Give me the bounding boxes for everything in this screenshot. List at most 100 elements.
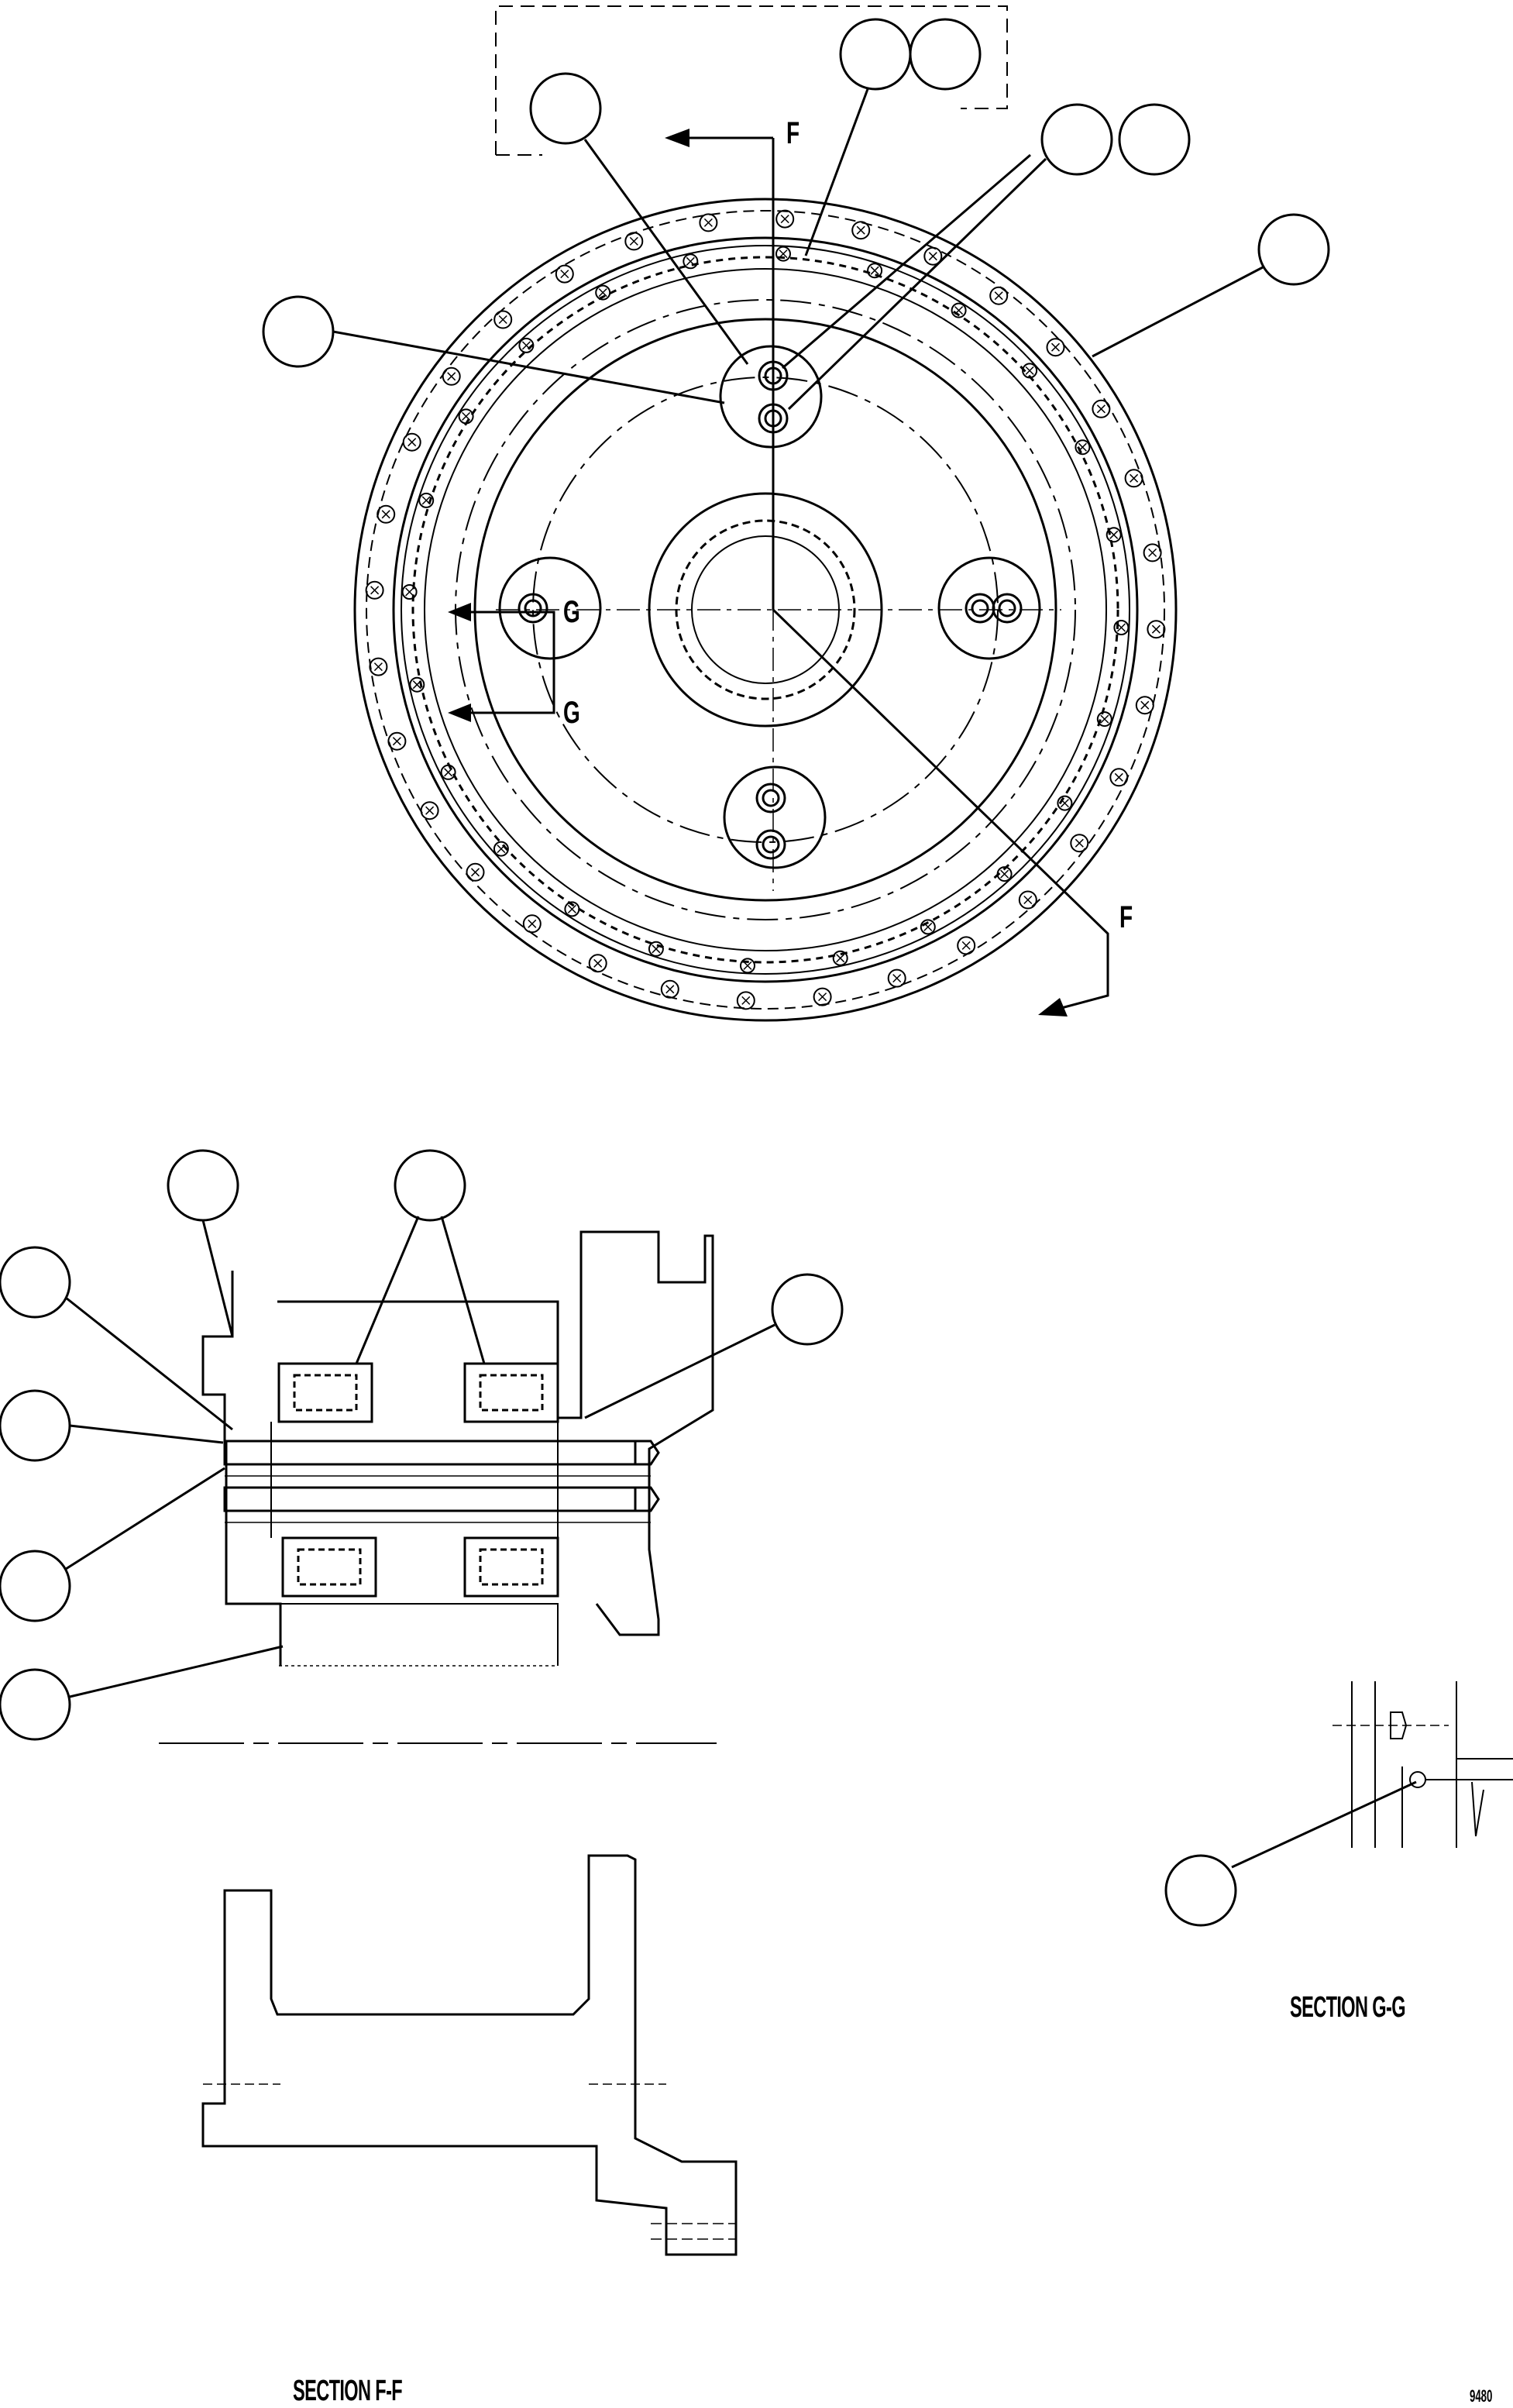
bolt-hole	[555, 264, 574, 284]
bolt-hole-cross	[425, 806, 435, 815]
bolt-hole	[624, 232, 644, 251]
bolt-hole-cross	[1116, 623, 1126, 632]
bolt-hole	[989, 286, 1009, 305]
cut-mark-g-bottom: G	[563, 696, 580, 730]
bolt-hole-cross	[462, 411, 471, 421]
bolt-hole-cross	[780, 215, 789, 224]
planet-pin-right	[937, 556, 1041, 660]
callout-balloon	[394, 1149, 466, 1222]
bolt-hole	[923, 246, 943, 266]
bolt-hole	[595, 284, 611, 301]
bolt-hole-cross	[521, 341, 531, 350]
bolt-hole-cross	[994, 291, 1003, 301]
callout-balloon	[1040, 103, 1113, 176]
bolt-hole	[1147, 620, 1166, 639]
bolt-hole	[418, 492, 435, 508]
bolt-hole	[1096, 711, 1112, 728]
bolt-hole	[387, 731, 407, 751]
bolt-hole-cross	[412, 680, 421, 690]
bolt-hole	[409, 676, 425, 693]
callout-balloon	[0, 1389, 71, 1462]
callout-balloon	[1257, 213, 1330, 286]
bolt-hole-cross	[444, 768, 453, 777]
bolt-hole	[648, 941, 664, 957]
bolt-hole	[851, 221, 871, 240]
callout-balloon	[167, 1149, 239, 1222]
bolt-hole	[1109, 768, 1129, 787]
bolt-hole	[1143, 543, 1162, 562]
bolt-hole-cross	[741, 996, 751, 1005]
bolt-hole	[775, 246, 791, 262]
bolt-hole	[1092, 399, 1111, 418]
bolt-hole-cross	[1096, 404, 1106, 414]
bolt-hole	[951, 302, 967, 318]
bolt-hole	[420, 801, 439, 820]
bolt-hole-cross	[665, 985, 675, 994]
flange-bolt-holes	[365, 209, 1166, 1010]
bolt-hole-cross	[836, 954, 845, 963]
bolt-hole-cross	[1148, 548, 1157, 557]
bolt-hole-cross	[447, 372, 456, 381]
bolt-hole-cross	[1114, 772, 1123, 782]
bolt-hole-cross	[870, 266, 879, 275]
bolt-hole-cross	[1140, 700, 1150, 710]
bolt-hole	[1070, 834, 1089, 853]
planet-pin-bottom	[723, 765, 827, 869]
planet-pin-left	[498, 556, 602, 660]
bolt-hole-cross	[567, 904, 576, 913]
bolt-hole	[867, 263, 883, 279]
bolt-hole	[1022, 363, 1038, 379]
bolt-hole-cross	[892, 974, 902, 983]
bolt-hole-cross	[498, 315, 507, 325]
bolt-hole-cross	[1000, 869, 1009, 879]
bolt-hole	[493, 841, 509, 857]
bolt-hole-cross	[370, 586, 380, 595]
bolt-hole	[401, 584, 418, 600]
bolt-hole-cross	[1109, 530, 1119, 539]
bolt-hole-cross	[779, 249, 788, 259]
bolt-hole-cross	[954, 306, 964, 315]
bolt-hole	[402, 432, 421, 452]
ring-gear-top-view	[353, 5, 1178, 1022]
bolt-hole-cross	[497, 845, 506, 854]
bolt-hole	[440, 764, 456, 780]
callout-balloons	[0, 18, 1417, 1927]
bolt-hole	[1075, 439, 1091, 456]
section-gg-caption: SECTION G-G	[1290, 1991, 1406, 2024]
section-ff-view	[159, 1230, 738, 2256]
bolt-hole	[683, 253, 699, 270]
callout-balloon	[0, 1550, 71, 1622]
bolt-hole-cross	[818, 992, 827, 1002]
bolt-hole-cross	[1051, 342, 1061, 352]
bolt-hole	[458, 408, 474, 425]
bolt-hole-cross	[1151, 624, 1161, 634]
bolt-hole-cross	[381, 510, 390, 519]
bolt-hole	[522, 914, 542, 934]
bolt-hole	[920, 919, 936, 935]
bolt-hole	[518, 337, 535, 353]
callout-balloon	[529, 72, 602, 145]
bolt-hole	[887, 968, 906, 988]
bolt-hole-cross	[392, 737, 401, 746]
bolt-hole-cross	[373, 662, 383, 672]
bolt-hole	[1018, 890, 1037, 910]
bolt-hole-cross	[856, 225, 865, 235]
bolt-hole	[1135, 696, 1154, 715]
bolt-hole-cross	[528, 919, 537, 928]
bolt-hole-cross	[1025, 366, 1034, 375]
bolt-hole	[1106, 527, 1122, 543]
bolt-hole-cross	[703, 218, 713, 227]
bolt-hole	[369, 657, 388, 676]
bolt-hole-cross	[652, 944, 661, 954]
bolt-hole-cross	[1130, 473, 1139, 483]
bolt-hole-cross	[686, 256, 695, 266]
bolt-hole	[377, 504, 396, 524]
bolt-hole-cross	[1075, 838, 1084, 848]
callout-balloon	[0, 1668, 71, 1741]
bolt-hole	[660, 979, 679, 999]
bolt-hole	[588, 954, 607, 973]
cut-mark-f-bottom: F	[1119, 900, 1133, 934]
callout-balloon	[262, 295, 335, 368]
cut-mark-g-top: G	[563, 595, 580, 629]
